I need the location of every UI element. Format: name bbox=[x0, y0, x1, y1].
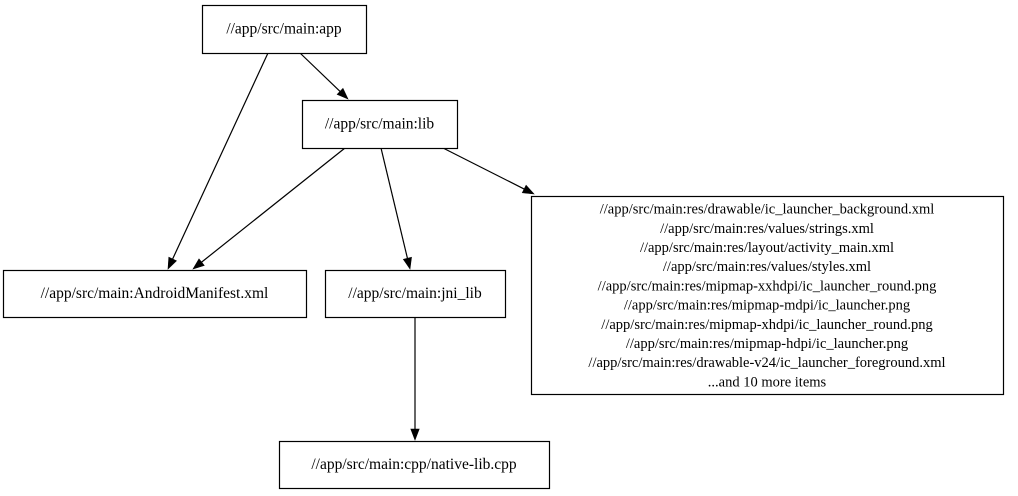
node-jni-lib[interactable]: //app/src/main:jni_lib bbox=[324, 269, 507, 319]
edge-lib-to-resources-group-arrowhead-icon bbox=[521, 184, 535, 195]
node-resources-group-box[interactable] bbox=[530, 195, 1005, 396]
node-jni-lib-box[interactable] bbox=[324, 269, 507, 319]
edge-app-to-lib-line bbox=[299, 52, 341, 92]
edge-app-to-android-manifest bbox=[167, 52, 269, 270]
node-resources-group[interactable]: //app/src/main:res/drawable/ic_launcher_… bbox=[530, 195, 1005, 396]
node-app-box[interactable] bbox=[201, 4, 368, 55]
edges-layer bbox=[167, 52, 535, 441]
edge-app-to-android-manifest-arrowhead-icon bbox=[167, 256, 177, 270]
edge-lib-to-android-manifest-arrowhead-icon bbox=[192, 258, 205, 270]
node-lib-box[interactable] bbox=[301, 99, 459, 150]
node-native-lib-cpp-box[interactable] bbox=[278, 440, 551, 490]
node-resources-group-label-line-8: //app/src/main:res/drawable-v24/ic_launc… bbox=[588, 355, 945, 371]
edge-app-to-lib bbox=[299, 52, 349, 100]
edge-lib-to-android-manifest-line bbox=[201, 147, 346, 263]
node-lib[interactable]: //app/src/main:lib bbox=[301, 99, 459, 150]
edge-lib-to-jni-lib-arrowhead-icon bbox=[402, 256, 412, 270]
nodes-layer: //app/src/main:app //app/src/main:lib //ap… bbox=[2, 4, 1005, 490]
node-resources-group-label-line-2: //app/src/main:res/layout/activity_main.… bbox=[640, 240, 894, 256]
node-android-manifest-label: //app/src/main:AndroidManifest.xml bbox=[41, 285, 269, 302]
edge-app-to-android-manifest-line bbox=[172, 52, 269, 260]
node-native-lib-cpp[interactable]: //app/src/main:cpp/native-lib.cpp bbox=[278, 440, 551, 490]
node-app[interactable]: //app/src/main:app bbox=[201, 4, 368, 55]
node-resources-group-label-line-7: //app/src/main:res/mipmap-hdpi/ic_launch… bbox=[626, 336, 908, 352]
node-app-label: //app/src/main:app bbox=[226, 21, 342, 38]
node-jni-lib-label: //app/src/main:jni_lib bbox=[348, 285, 482, 302]
node-resources-group-label-line-1: //app/src/main:res/values/strings.xml bbox=[660, 221, 874, 237]
node-resources-group-label-line-5: //app/src/main:res/mipmap-mdpi/ic_launch… bbox=[624, 298, 910, 314]
node-native-lib-cpp-label: //app/src/main:cpp/native-lib.cpp bbox=[311, 456, 517, 473]
node-android-manifest[interactable]: //app/src/main:AndroidManifest.xml bbox=[2, 269, 308, 319]
edge-app-to-lib-arrowhead-icon bbox=[336, 87, 349, 100]
edge-lib-to-android-manifest bbox=[192, 147, 346, 270]
node-lib-label: //app/src/main:lib bbox=[325, 116, 435, 133]
edge-lib-to-jni-lib-line bbox=[380, 147, 409, 259]
node-android-manifest-box[interactable] bbox=[2, 269, 308, 319]
node-resources-group-label-line-6: //app/src/main:res/mipmap-xhdpi/ic_launc… bbox=[601, 317, 932, 333]
edge-lib-to-jni-lib bbox=[380, 147, 412, 270]
node-resources-group-label-line-4: //app/src/main:res/mipmap-xxhdpi/ic_laun… bbox=[598, 278, 937, 294]
node-resources-group-label-line-0: //app/src/main:res/drawable/ic_launcher_… bbox=[600, 202, 935, 218]
node-resources-group-label-line-9: ...and 10 more items bbox=[708, 374, 827, 390]
edge-jni-lib-to-native-lib-cpp-arrowhead-icon bbox=[410, 428, 420, 441]
edge-lib-to-resources-group-line bbox=[442, 147, 525, 190]
edge-jni-lib-to-native-lib-cpp bbox=[410, 317, 420, 441]
node-resources-group-label-line-3: //app/src/main:res/values/styles.xml bbox=[663, 259, 871, 275]
edge-lib-to-resources-group bbox=[442, 147, 535, 195]
